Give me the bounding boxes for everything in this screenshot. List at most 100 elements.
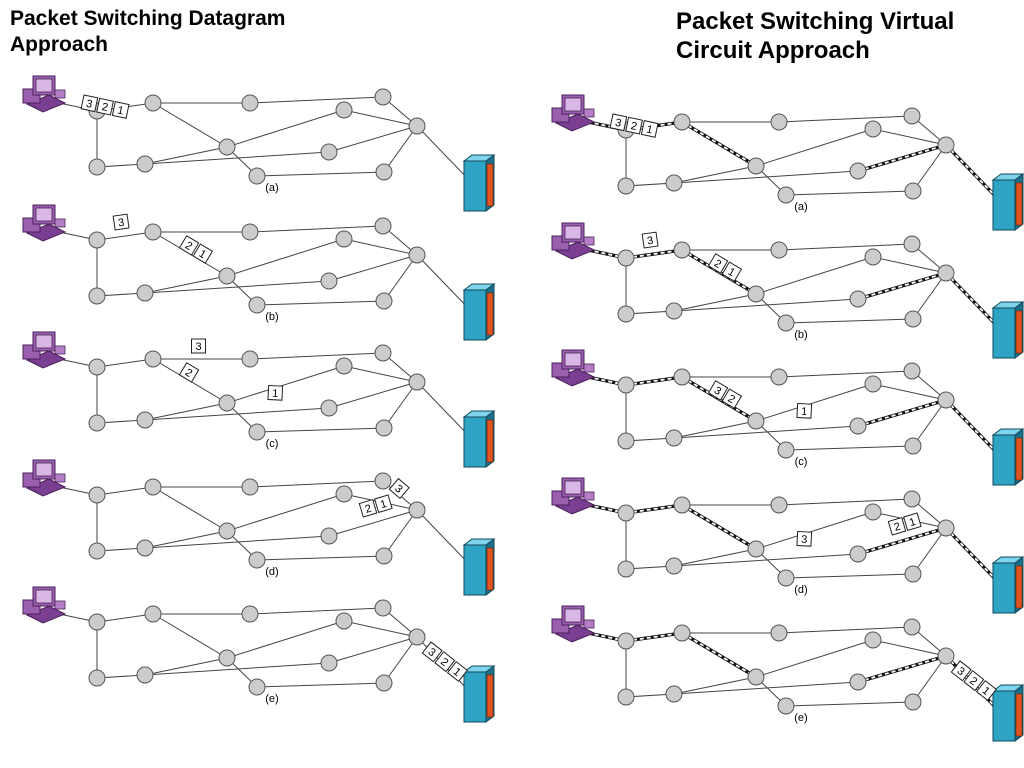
packet xyxy=(640,120,659,138)
panel-label: (e) xyxy=(794,712,807,724)
speaker xyxy=(583,619,595,629)
router-node xyxy=(218,394,236,412)
router-node xyxy=(904,310,922,328)
packet xyxy=(388,477,410,500)
keyboard xyxy=(554,368,596,387)
network-link xyxy=(249,480,384,488)
packet-group: 3 xyxy=(388,477,410,500)
packet xyxy=(975,679,997,702)
network-link xyxy=(673,293,757,312)
server-icon xyxy=(991,684,1024,742)
network-link xyxy=(144,535,330,549)
network-link xyxy=(912,655,947,703)
server-panel xyxy=(1015,693,1023,737)
network-link xyxy=(343,620,418,638)
network-link xyxy=(249,225,384,233)
router-node xyxy=(937,647,955,665)
packet-group: 3 xyxy=(796,530,813,547)
network-link xyxy=(249,96,384,104)
virtual-circuit-link-dash xyxy=(625,376,683,386)
network-link xyxy=(785,573,914,579)
virtual-circuit-panel-2: 321(b) xyxy=(551,222,1024,359)
network-link xyxy=(249,607,384,615)
network-link xyxy=(912,527,947,575)
router-node xyxy=(673,241,691,259)
network-link xyxy=(912,399,947,447)
network-link xyxy=(785,318,914,324)
virtual-circuit-link-dash xyxy=(681,632,757,678)
panel-label: (a) xyxy=(794,201,807,213)
router-node xyxy=(617,632,635,650)
keyboard xyxy=(25,605,67,624)
panel-label: (e) xyxy=(265,693,278,705)
router-node xyxy=(88,542,106,560)
packet-group: 21 xyxy=(178,235,214,264)
network-link xyxy=(144,146,228,165)
router-node xyxy=(408,628,426,646)
packet xyxy=(434,651,456,673)
packet-group: 3 xyxy=(641,231,659,249)
virtual-circuit-link-dash xyxy=(857,399,947,427)
router-node xyxy=(849,417,867,435)
packet-number: 2 xyxy=(101,101,109,114)
panel-label: (b) xyxy=(794,329,807,341)
router-node xyxy=(777,186,795,204)
packet xyxy=(625,116,643,135)
network-link xyxy=(226,365,345,404)
router-node xyxy=(218,138,236,156)
computer-icon xyxy=(22,459,67,497)
network-link xyxy=(343,238,418,256)
network-link xyxy=(383,636,418,684)
packet xyxy=(374,494,393,514)
packet xyxy=(267,384,284,401)
speaker xyxy=(54,89,66,99)
router-node xyxy=(218,649,236,667)
server-panel xyxy=(486,419,494,463)
router-node xyxy=(617,688,635,706)
router-node xyxy=(849,545,867,563)
router-node xyxy=(144,605,162,623)
network-link xyxy=(249,352,384,360)
datagram-panel-3: 321(c) xyxy=(22,331,496,468)
router-node xyxy=(903,618,921,636)
router-node xyxy=(747,668,765,686)
packet-number: 2 xyxy=(183,367,194,380)
server-panel xyxy=(486,674,494,718)
router-node xyxy=(241,605,259,623)
computer-icon xyxy=(551,477,596,515)
server-panel xyxy=(1015,310,1023,354)
router-node xyxy=(248,551,266,569)
keyboard xyxy=(554,624,596,643)
packet-group: 2 xyxy=(178,362,200,383)
packet-group: 32 xyxy=(707,380,743,409)
server-front xyxy=(463,671,487,723)
network-link xyxy=(755,511,874,550)
router-node xyxy=(849,290,867,308)
network-link xyxy=(226,109,345,148)
packet-group: 1 xyxy=(267,384,284,401)
router-node xyxy=(335,357,353,375)
server-icon xyxy=(462,154,496,212)
router-node xyxy=(374,472,392,490)
server-front xyxy=(992,562,1016,614)
network-link xyxy=(383,254,418,302)
router-node xyxy=(144,350,162,368)
network-link xyxy=(755,639,874,678)
network-link xyxy=(778,370,913,378)
server-front xyxy=(463,289,487,341)
router-node xyxy=(248,167,266,185)
packet xyxy=(641,231,659,249)
router-node xyxy=(665,557,683,575)
router-node xyxy=(864,631,882,649)
network-link xyxy=(328,125,418,153)
router-node xyxy=(320,143,338,161)
virtual-circuit-panel-5: 321(e) xyxy=(551,605,1024,742)
virtual-circuit-link-dash xyxy=(625,504,683,514)
packet xyxy=(112,213,130,231)
network-link xyxy=(755,128,874,167)
speaker xyxy=(583,363,595,373)
